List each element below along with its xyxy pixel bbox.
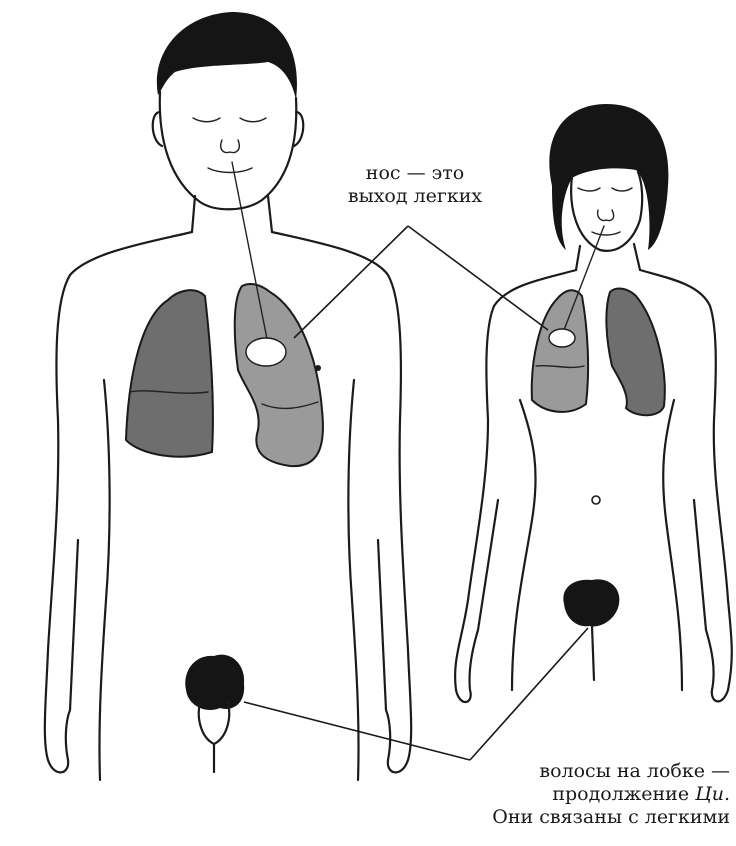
pubic-caption-line1: волосы на лобке —	[438, 760, 730, 783]
nose-caption-line1: нос — это	[340, 162, 490, 185]
female-hair	[549, 104, 668, 250]
female-pubic-hair	[563, 579, 619, 626]
pubic-caption: волосы на лобке — продолжение Ци. Они св…	[438, 760, 730, 829]
male-eye-left	[193, 118, 220, 122]
nose-caption: нос — это выход легких	[340, 162, 490, 208]
male-hair	[157, 12, 297, 100]
pointer-pubic-female	[470, 628, 588, 760]
pubic-caption-qi: Ци.	[695, 783, 730, 805]
female-lung-right	[532, 290, 588, 412]
male-neck	[192, 196, 195, 232]
female-eye-right	[612, 188, 632, 191]
pubic-caption-line3: Они связаны с легкими	[438, 806, 730, 829]
female-eye-left	[578, 188, 600, 191]
female-figure	[455, 104, 732, 702]
male-lung-right	[126, 290, 213, 456]
male-genitals	[199, 702, 229, 772]
male-eye-right	[240, 118, 266, 122]
male-nose	[221, 140, 240, 153]
pointer-nose-female	[408, 226, 548, 330]
pubic-caption-line2-text: продолжение	[552, 783, 695, 805]
male-mouth	[208, 168, 252, 173]
pubic-caption-line2: продолжение Ци.	[438, 783, 730, 806]
male-lung-left	[235, 284, 323, 466]
female-lung-left	[606, 289, 664, 416]
male-figure	[45, 12, 411, 780]
female-head	[571, 172, 642, 251]
nose-caption-line2: выход легких	[340, 185, 490, 208]
female-mouth	[592, 232, 620, 235]
male-pubic-hair	[185, 655, 244, 710]
female-nose	[598, 210, 614, 221]
male-head	[160, 92, 297, 209]
